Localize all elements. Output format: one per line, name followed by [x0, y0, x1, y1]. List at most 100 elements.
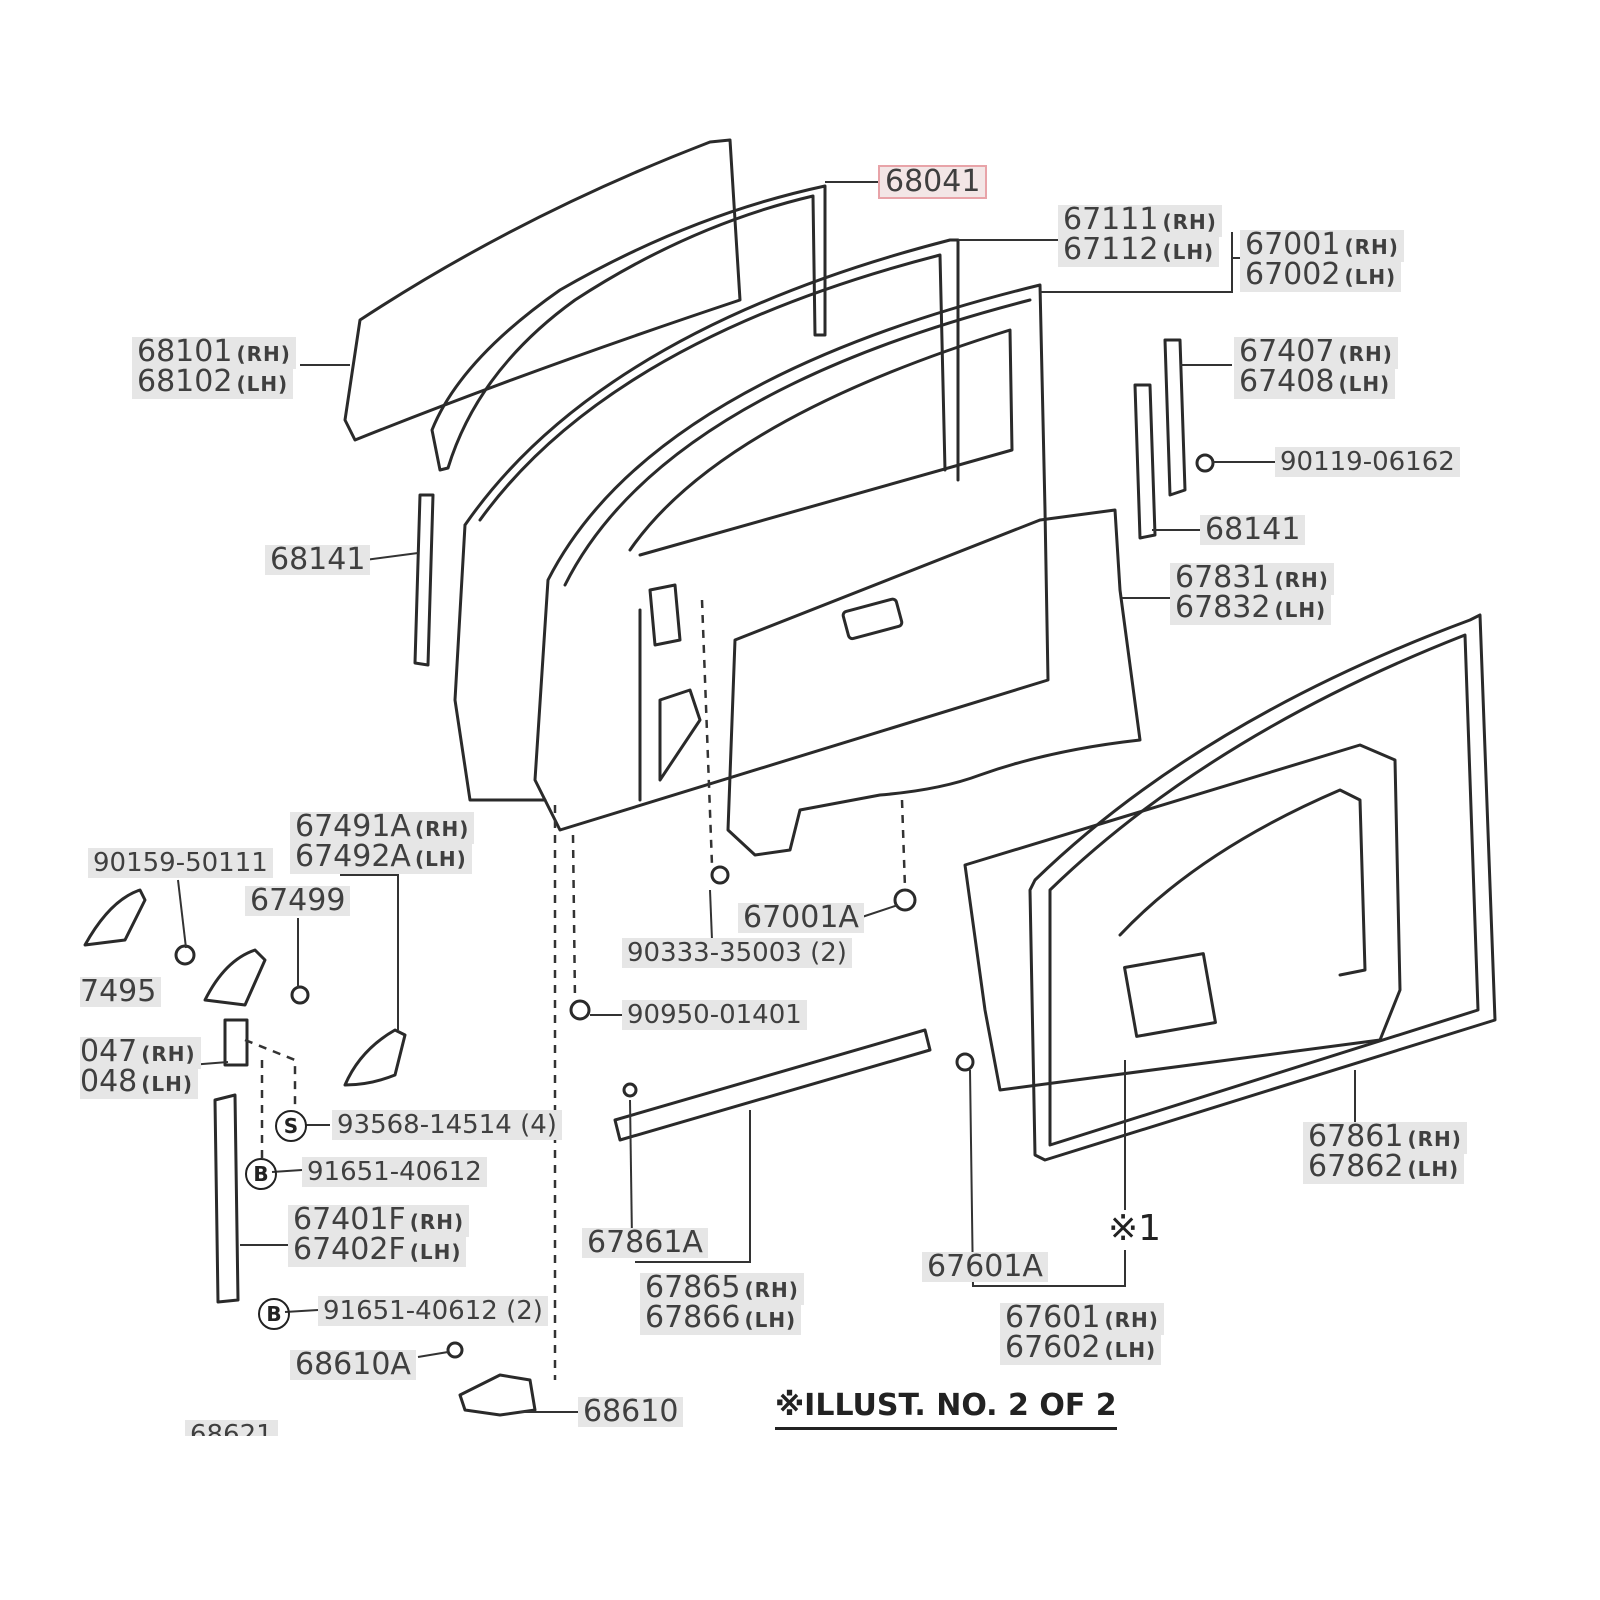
label-67402f: 67402F(LH) [288, 1232, 467, 1267]
label-67861: 67861(RH) [1303, 1122, 1467, 1154]
part-number: 047 [80, 1034, 138, 1069]
label-67001a: 67001A [738, 903, 864, 933]
side-suffix: (RH) [1162, 210, 1217, 234]
door-glass-shape [343, 138, 742, 442]
label-67002: 67002(LH) [1240, 257, 1402, 292]
side-suffix: (LH) [1162, 240, 1215, 264]
part-number: 67492A [295, 839, 411, 874]
side-suffix: (LH) [141, 1072, 194, 1096]
label-68610: 68610 [578, 1397, 684, 1427]
label-048: 048(LH) [80, 1064, 199, 1099]
label-67491a: 67491A(RH) [290, 809, 475, 844]
side-suffix: (RH) [409, 1210, 465, 1234]
label-67831: 67831(RH) [1170, 563, 1334, 595]
label-68101: 68101(RH) [132, 337, 296, 369]
side-suffix: (LH) [1338, 372, 1391, 396]
part-number: 67491A [295, 809, 411, 844]
label-67401f: 67401F(RH) [288, 1202, 470, 1237]
label-90333-35003: 90333-35003 (2) [622, 938, 852, 968]
label-67862: 67862(LH) [1303, 1149, 1465, 1184]
part-number: 67862 [1308, 1149, 1404, 1184]
label-68621: 68621 [185, 1420, 278, 1436]
label-67601: 67601(RH) [1000, 1303, 1164, 1335]
side-suffix: (RH) [1104, 1308, 1159, 1332]
regulator-piece-shape [203, 948, 267, 1007]
side-suffix: (LH) [1407, 1157, 1460, 1181]
side-suffix: (LH) [236, 372, 289, 396]
label-67866: 67866(LH) [640, 1300, 802, 1335]
label-67001: 67001(RH) [1240, 230, 1404, 262]
label-67602: 67602(LH) [1000, 1330, 1162, 1365]
part-number: 67002 [1245, 257, 1341, 292]
part-number: 048 [80, 1064, 138, 1099]
label-68610a: 68610A [290, 1350, 416, 1380]
side-suffix: (RH) [744, 1278, 799, 1302]
front-run-shape [413, 493, 435, 667]
side-suffix: (LH) [744, 1308, 797, 1332]
label-91651-40612-2: 91651-40612 (2) [318, 1296, 548, 1326]
part-number: 67866 [645, 1300, 741, 1335]
screw-s-badge: S [275, 1110, 307, 1142]
label-047: 047(RH) [80, 1037, 201, 1069]
door-frame-shape [453, 238, 960, 802]
label-7495: 7495 [80, 977, 162, 1007]
part-number: 67831 [1175, 560, 1271, 595]
part-number: 67832 [1175, 590, 1271, 625]
label-67499: 67499 [245, 886, 351, 916]
part-number: 67401F [293, 1202, 406, 1237]
side-suffix: (RH) [414, 817, 470, 841]
label-91651-40612: 91651-40612 [302, 1157, 487, 1187]
side-suffix: (RH) [1338, 342, 1393, 366]
side-suffix: (LH) [1274, 598, 1327, 622]
label-90119-06162: 90119-06162 [1275, 447, 1460, 477]
label-93568-14514: 93568-14514 (4) [332, 1110, 562, 1140]
door-panel-shape [533, 283, 1050, 832]
side-suffix: (LH) [414, 847, 467, 871]
side-suffix: (RH) [1407, 1127, 1462, 1151]
part-number: 68101 [137, 334, 233, 369]
label-67112: 67112(LH) [1058, 232, 1220, 267]
label-90950-01401: 90950-01401 [622, 1000, 807, 1030]
rear-channel-shape [1163, 338, 1187, 497]
label-68041: 68041 [878, 165, 988, 199]
label-68102: 68102(LH) [132, 367, 294, 399]
illustration-number: ※ILLUST. NO. 2 OF 2 [775, 1388, 1117, 1430]
label-68141-right: 68141 [1200, 515, 1306, 545]
part-number: 67402F [293, 1232, 406, 1267]
hinge-shape [458, 1373, 537, 1417]
bolt-b-badge: B [258, 1298, 290, 1330]
part-number: 67407 [1239, 334, 1335, 369]
belt-moulding-shape [613, 1028, 932, 1142]
part-number: 67865 [645, 1270, 741, 1305]
rear-run-shape [1133, 383, 1157, 540]
label-67861a: 67861A [582, 1228, 708, 1258]
part-number: 67861 [1308, 1119, 1404, 1154]
side-suffix: (RH) [141, 1042, 196, 1066]
part-number: 67112 [1063, 232, 1159, 267]
side-suffix: (RH) [1344, 235, 1399, 259]
bracket-shape [83, 888, 147, 947]
part-number: 67111 [1063, 202, 1159, 237]
part-number: 67602 [1005, 1330, 1101, 1365]
part-number: 67601 [1005, 1300, 1101, 1335]
label-67408: 67408(LH) [1234, 364, 1396, 399]
label-67111: 67111(RH) [1058, 205, 1222, 237]
side-suffix: (LH) [409, 1240, 462, 1264]
part-number: 67408 [1239, 364, 1335, 399]
label-67407: 67407(RH) [1234, 337, 1398, 369]
label-68141-left: 68141 [265, 545, 371, 575]
label-90159-50111: 90159-50111 [88, 848, 273, 878]
side-suffix: (LH) [1344, 265, 1397, 289]
note-mark-1: ※1 [1108, 1208, 1162, 1249]
door-trim-board-shape [963, 743, 1402, 1092]
service-hole-cover-shape [726, 508, 1142, 857]
label-67832: 67832(LH) [1170, 590, 1332, 625]
part-number: 67001 [1245, 227, 1341, 262]
label-67492a: 67492A(LH) [290, 842, 472, 874]
mirror-cover-shape [343, 1028, 407, 1087]
label-67865: 67865(RH) [640, 1273, 804, 1305]
side-suffix: (RH) [1274, 568, 1329, 592]
glass-run-channel-shape [430, 184, 827, 472]
